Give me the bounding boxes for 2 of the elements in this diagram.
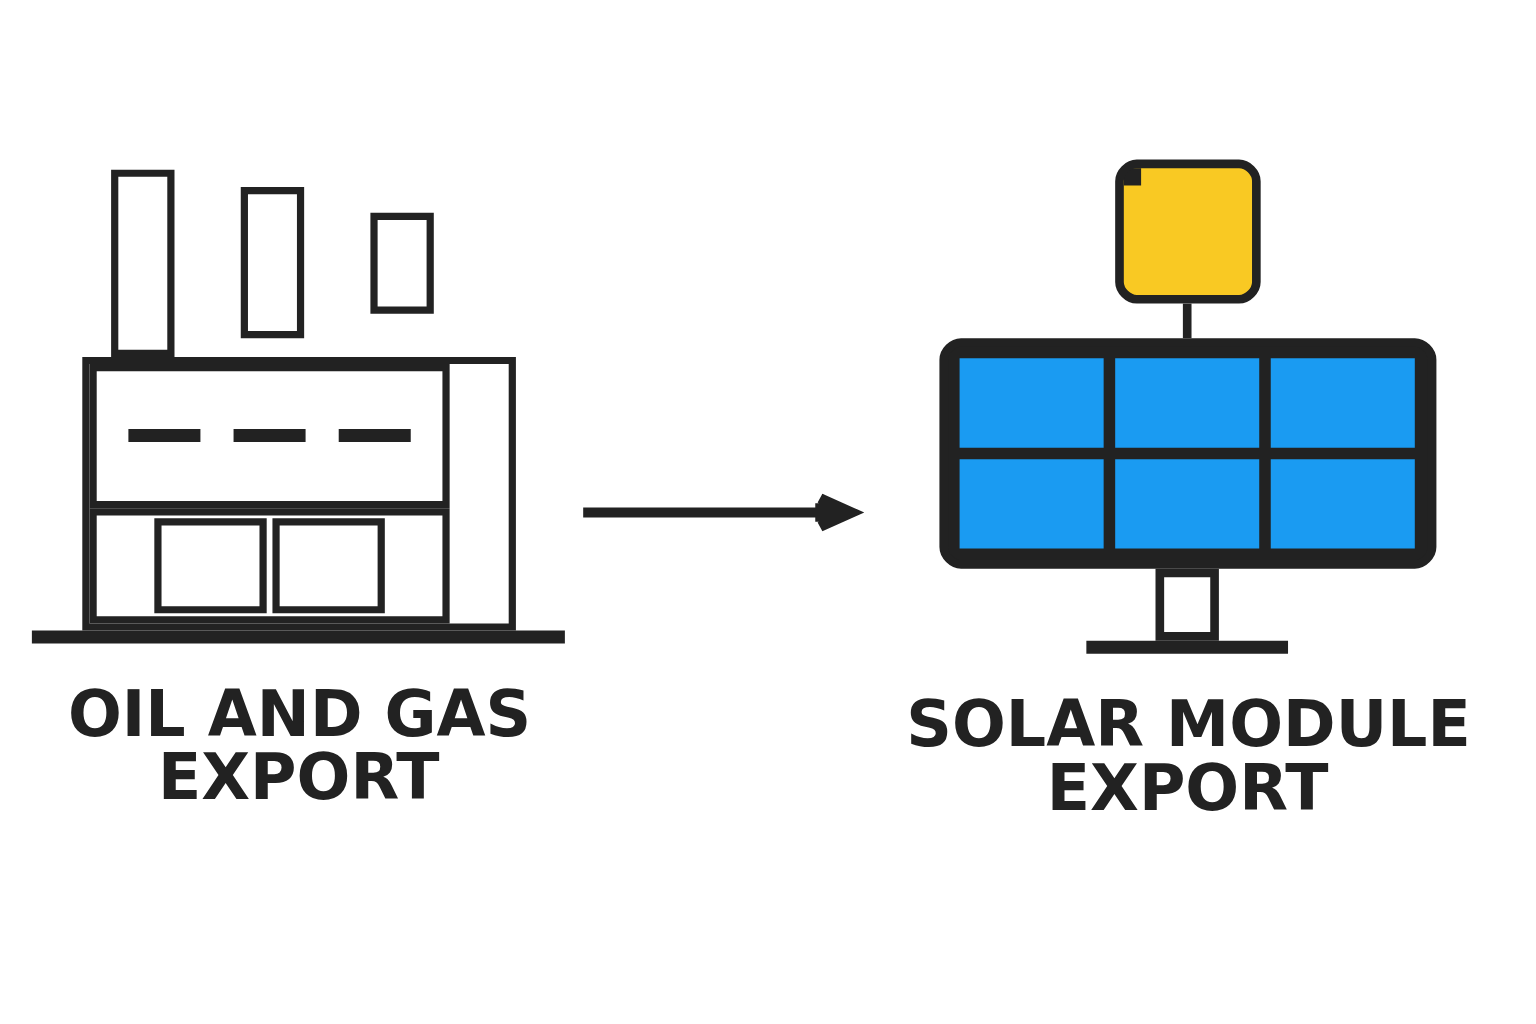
node-label: OIL AND GAS EXPORT [67,676,532,814]
node-label: SOLAR MODULE EXPORT [906,686,1471,825]
